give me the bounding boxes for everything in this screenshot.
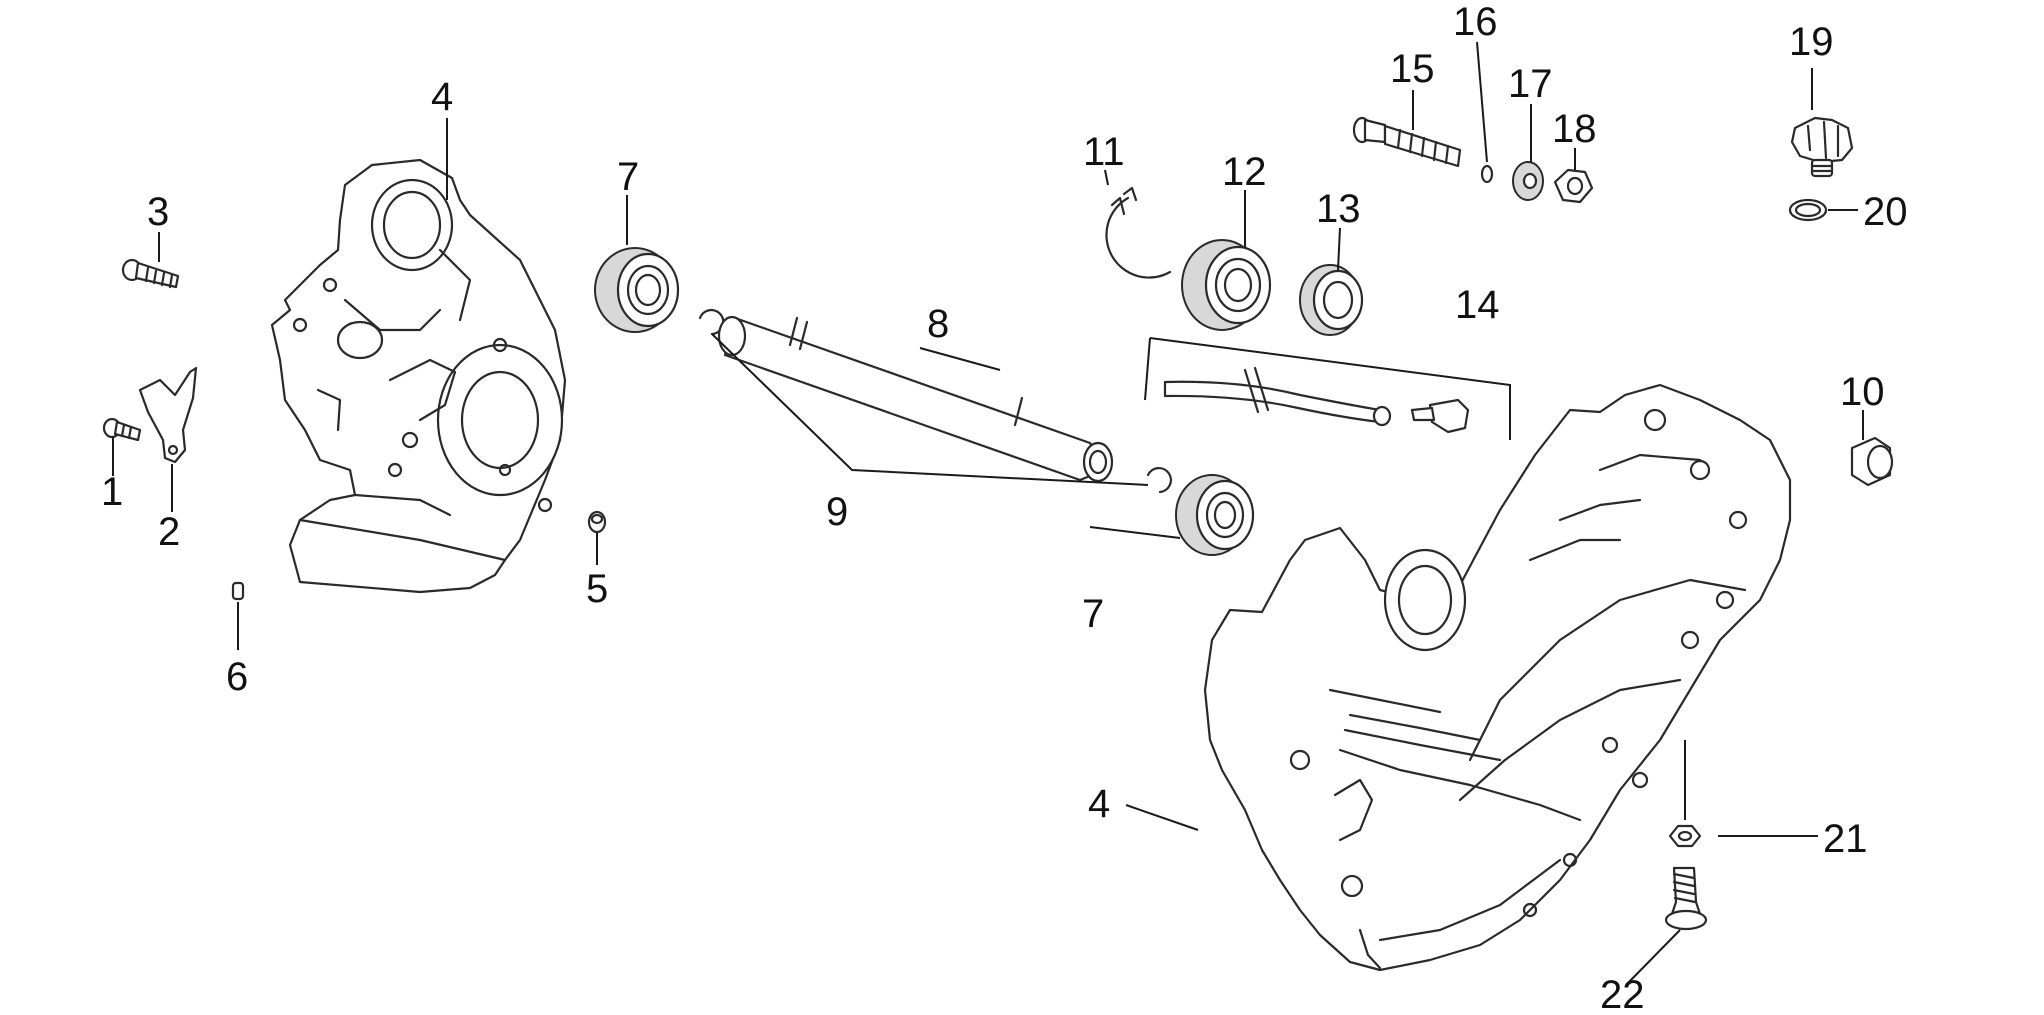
callout-12: 12 (1222, 150, 1267, 194)
callout-17: 17 (1508, 62, 1553, 106)
callout-14: 14 (1455, 283, 1500, 327)
callout-3: 3 (147, 190, 169, 234)
seal-part-13 (1299, 264, 1364, 336)
callout-4-left: 4 (431, 75, 453, 119)
washer-part-17 (1512, 161, 1544, 201)
screw-part-1 (102, 417, 142, 442)
callout-13: 13 (1316, 187, 1361, 231)
callout-7-lower: 7 (1082, 592, 1104, 636)
callout-9: 9 (826, 490, 848, 534)
right-crankcase-half (1203, 383, 1792, 972)
callout-2: 2 (158, 510, 180, 554)
callout-18: 18 (1552, 107, 1597, 151)
callout-1: 1 (101, 470, 123, 514)
callout-22: 22 (1600, 973, 1645, 1015)
nut-part-18 (1553, 168, 1594, 204)
callout-6: 6 (226, 655, 248, 699)
callout-7-upper: 7 (617, 155, 639, 199)
bolt-part-15 (1352, 116, 1462, 168)
o-ring-part-20 (1788, 198, 1828, 222)
snap-ring-part-11 (1105, 186, 1172, 279)
callout-20: 20 (1863, 190, 1908, 234)
callout-4-right: 4 (1088, 782, 1110, 826)
pin-part-6 (231, 581, 245, 601)
screw-part-3 (121, 258, 180, 289)
sensor-part-19 (1790, 116, 1854, 178)
shift-fork-part-2 (138, 366, 198, 464)
washer-part-16 (1480, 164, 1494, 184)
bearing-part-7-lower (1175, 474, 1255, 556)
callout-10: 10 (1840, 370, 1885, 414)
callout-11: 11 (1083, 130, 1125, 174)
callout-15: 15 (1390, 47, 1435, 91)
sleeve-part-10 (1850, 436, 1894, 487)
callout-16: 16 (1453, 0, 1498, 44)
shaft-part-8 (717, 315, 1114, 483)
dowel-part-5 (587, 510, 607, 534)
callout-19: 19 (1789, 20, 1834, 64)
washer-part-21 (1668, 824, 1702, 848)
callout-21: 21 (1823, 817, 1868, 861)
hose-assembly-part-14 (1144, 337, 1511, 440)
bearing-part-12 (1181, 239, 1272, 331)
bearing-part-7-upper (594, 247, 680, 333)
circlip-part-9-right (1146, 466, 1172, 494)
callout-5: 5 (586, 567, 608, 611)
bolt-part-22 (1664, 866, 1708, 931)
left-crankcase-half (270, 158, 567, 594)
callout-labels: 1 2 3 4 4 5 6 7 7 8 9 10 11 12 13 14 15 … (101, 0, 1908, 1015)
callout-8: 8 (927, 302, 949, 346)
leader-lines (112, 41, 1864, 986)
